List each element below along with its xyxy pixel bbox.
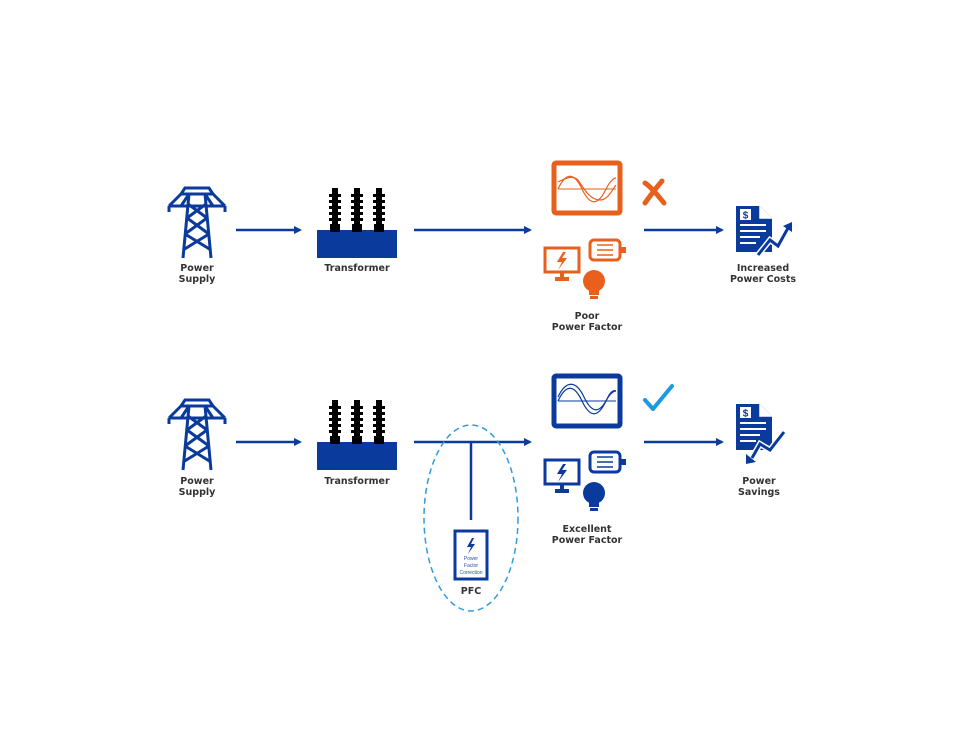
row-excellent-power-factor: Power Factor Correction xyxy=(167,373,787,612)
pfc-device-icon: Power Factor Correction xyxy=(453,529,489,581)
lightbulb-icon xyxy=(583,482,605,511)
transformer-icon xyxy=(317,400,397,470)
computer-icon xyxy=(543,246,581,281)
invoice-trend-up-icon: $ xyxy=(736,206,792,257)
motor-icon xyxy=(588,450,626,474)
invoice-trend-down-icon: $ xyxy=(736,404,787,464)
computer-icon xyxy=(543,458,581,493)
waveform-monitor-icon xyxy=(551,160,623,216)
label-load-poor: Poor Power Factor xyxy=(551,311,623,333)
power-tower-icon xyxy=(167,186,227,260)
label-power-supply-1: Power Supply xyxy=(178,263,216,285)
pfc-device-text-3: Correction xyxy=(459,570,482,576)
waveform-monitor-icon xyxy=(551,373,623,429)
svg-text:$: $ xyxy=(743,211,749,222)
label-transformer-1: Transformer xyxy=(324,263,390,274)
svg-text:$: $ xyxy=(743,409,749,420)
label-load-excellent: Excellent Power Factor xyxy=(551,524,623,546)
label-result-power-savings: Power Savings xyxy=(738,476,780,498)
x-icon xyxy=(642,178,667,206)
label-result-increased-costs: Increased Power Costs xyxy=(729,263,797,285)
lightbulb-icon xyxy=(583,270,605,299)
pfc-device-text-2: Factor xyxy=(464,563,479,569)
pfc-device-text-1: Power xyxy=(464,556,479,562)
transformer-icon xyxy=(317,188,397,258)
label-transformer-2: Transformer xyxy=(324,476,390,487)
row-poor-power-factor: $ xyxy=(167,160,792,299)
label-power-supply-2: Power Supply xyxy=(178,476,216,498)
label-pfc: PFC xyxy=(460,586,482,597)
motor-icon xyxy=(588,238,626,262)
power-tower-icon xyxy=(167,398,227,472)
pfc-highlight-ellipse xyxy=(423,424,519,612)
checkmark-icon xyxy=(643,384,674,411)
